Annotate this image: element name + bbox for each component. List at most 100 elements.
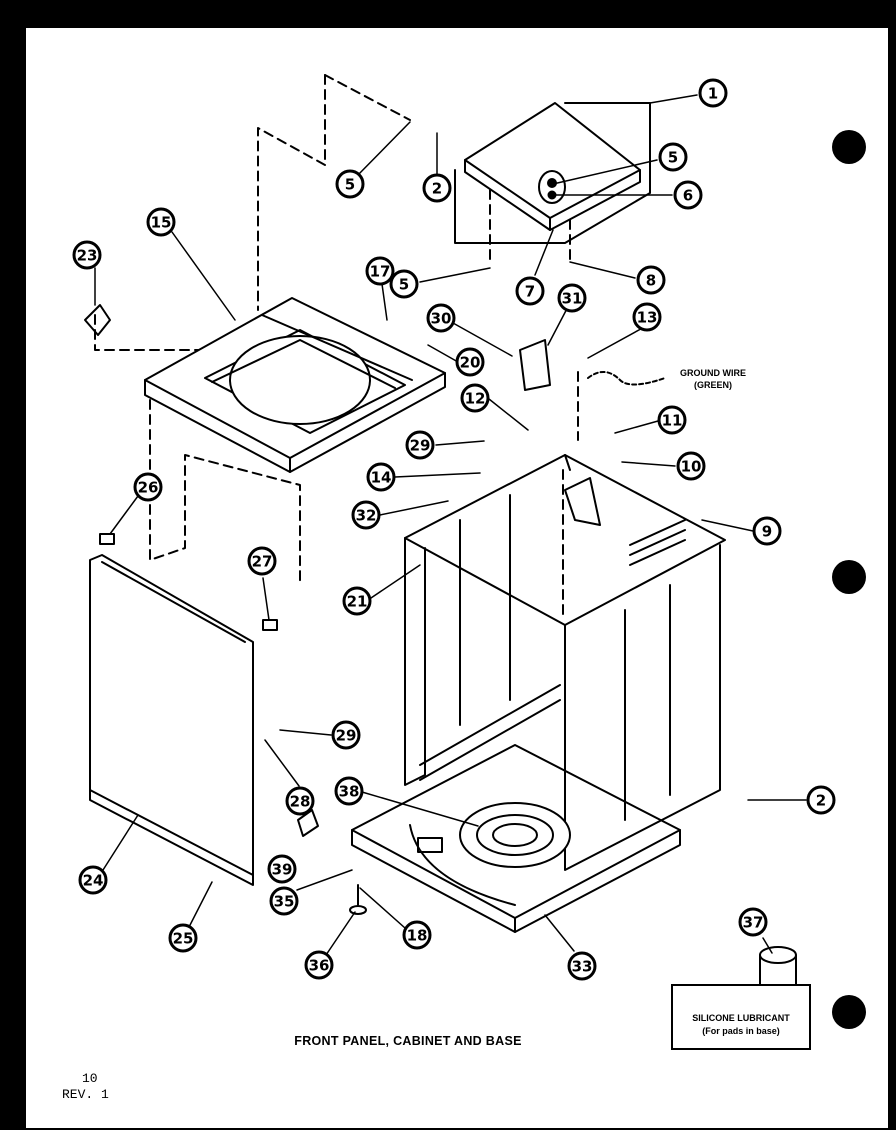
callout-c29b: 29 — [331, 720, 361, 750]
diagram-title: FRONT PANEL, CABINET AND BASE — [294, 1034, 521, 1048]
binder-hole — [832, 130, 866, 164]
callout-circle — [342, 586, 372, 616]
callout-number: 8 — [646, 272, 656, 290]
leader-lines — [94, 94, 807, 956]
callout-circle — [402, 920, 432, 950]
callout-c35: 35 — [269, 886, 299, 916]
callout-c15: 15 — [146, 207, 176, 237]
callout-circle — [658, 142, 688, 172]
callout-circle — [78, 865, 108, 895]
binder-hole — [832, 560, 866, 594]
callout-circle — [146, 207, 176, 237]
callout-number: 30 — [431, 310, 452, 328]
callout-circle — [351, 500, 381, 530]
callout-c2a: 2 — [422, 173, 452, 203]
lubricant-note-line2: (For pads in base) — [702, 1026, 780, 1036]
callout-number: 11 — [662, 412, 683, 430]
callout-number: 33 — [572, 958, 593, 976]
callout-c17: 17 — [365, 256, 395, 286]
lubricant-note-box — [671, 984, 811, 1050]
callout-number: 5 — [668, 149, 678, 167]
callout-circle — [168, 923, 198, 953]
callout-c5c: 5 — [389, 269, 419, 299]
small-parts — [84, 304, 797, 996]
callout-number: 27 — [252, 553, 273, 571]
callout-c28: 28 — [285, 786, 315, 816]
callout-c7: 7 — [515, 276, 545, 306]
front-panel — [89, 533, 278, 886]
callout-circle — [285, 786, 315, 816]
callout-c13: 13 — [632, 302, 662, 332]
callout-circle — [676, 451, 706, 481]
page-number: 10 — [82, 1071, 98, 1086]
callout-circle — [557, 283, 587, 313]
callout-number: 15 — [151, 214, 172, 232]
revision-label: REV. 1 — [62, 1087, 109, 1102]
callout-number: 28 — [290, 793, 311, 811]
callout-circle — [422, 173, 452, 203]
ground-wire-label-line1: GROUND WIRE — [680, 368, 746, 378]
callout-number: 7 — [525, 283, 535, 301]
callout-circle — [567, 951, 597, 981]
callout-circle — [455, 347, 485, 377]
callout-number: 25 — [173, 930, 194, 948]
callout-number: 17 — [370, 263, 391, 281]
callout-c31: 31 — [557, 283, 587, 313]
callout-number: 29 — [336, 727, 357, 745]
callout-number: 10 — [681, 458, 702, 476]
callout-circle — [657, 405, 687, 435]
callout-c8: 8 — [636, 265, 666, 295]
callout-c29a: 29 — [405, 430, 435, 460]
callout-c36: 36 — [304, 950, 334, 980]
callout-c21: 21 — [342, 586, 372, 616]
base — [351, 744, 681, 933]
callout-circle — [515, 276, 545, 306]
binder-hole — [832, 995, 866, 1029]
callout-circle — [698, 78, 728, 108]
callout-circle — [632, 302, 662, 332]
callout-c18: 18 — [402, 920, 432, 950]
callout-c39: 39 — [267, 854, 297, 884]
callout-c5a: 5 — [658, 142, 688, 172]
callout-number: 2 — [816, 792, 826, 810]
callout-number: 13 — [637, 309, 658, 327]
callout-circle — [72, 240, 102, 270]
lubricant-note-line1: SILICONE LUBRICANT — [692, 1013, 790, 1023]
callout-number: 20 — [460, 354, 481, 372]
callout-circle — [334, 776, 364, 806]
callout-c20: 20 — [455, 347, 485, 377]
callout-number: 18 — [407, 927, 428, 945]
assembly-dash-lines — [94, 74, 579, 621]
callout-number: 29 — [410, 437, 431, 455]
callout-circle — [366, 462, 396, 492]
callout-c23: 23 — [72, 240, 102, 270]
callout-c24: 24 — [78, 865, 108, 895]
callout-number: 24 — [83, 872, 104, 890]
callout-c33: 33 — [567, 951, 597, 981]
callout-c12: 12 — [460, 383, 490, 413]
callout-number: 23 — [77, 247, 98, 265]
callout-c37: 37 — [738, 907, 768, 937]
callout-number: 5 — [345, 176, 355, 194]
callout-c32: 32 — [351, 500, 381, 530]
callout-number: 5 — [399, 276, 409, 294]
callout-number: 39 — [272, 861, 293, 879]
callout-circle — [267, 854, 297, 884]
callout-number: 6 — [683, 187, 693, 205]
callout-circle — [405, 430, 435, 460]
callout-number: 21 — [347, 593, 368, 611]
callout-circle — [752, 516, 782, 546]
ground-wire-label-line2: (GREEN) — [694, 380, 732, 390]
callout-c30: 30 — [426, 303, 456, 333]
callout-circle — [806, 785, 836, 815]
callout-circle — [426, 303, 456, 333]
callout-circle — [365, 256, 395, 286]
callout-c9: 9 — [752, 516, 782, 546]
callout-c1: 1 — [698, 78, 728, 108]
callout-circle — [673, 180, 703, 210]
callout-number: 36 — [309, 957, 330, 975]
callout-number: 35 — [274, 893, 295, 911]
callout-circle — [460, 383, 490, 413]
